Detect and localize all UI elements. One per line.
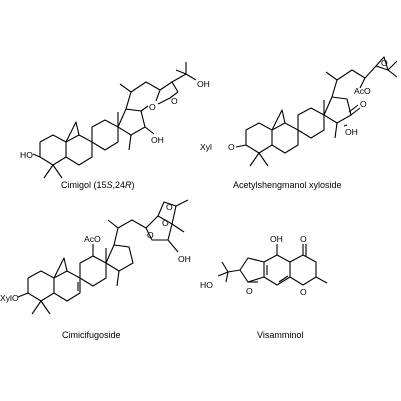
visamminol-ho-label: HO [200, 280, 213, 290]
cimigol-caption: Cimigol (15S,24R) [61, 180, 135, 190]
acetyl-o-label: O [228, 142, 235, 152]
cimicifugoside-caption: Cimicifugoside [62, 330, 121, 340]
cimigol-oh-d-label: OH [151, 135, 164, 145]
acetyl-epoxide-o-label: O [381, 58, 388, 68]
cimigol-ether-o2-label: O [171, 96, 178, 106]
cimigol-structure: HO OH O O OH [20, 62, 210, 179]
acetyl-structure: Xyl O AcO O O OH [200, 56, 398, 167]
cimicifugoside-o2-label: O [162, 218, 169, 228]
cimicifugoside-o1-label: O [147, 230, 154, 240]
cimigol-sep: ,24 [112, 180, 126, 190]
visamminol-caption: Visamminol [257, 330, 304, 340]
cimicifugoside-epoxide-o-label: O [166, 202, 173, 212]
cimigol-stereo-1: S [106, 180, 113, 190]
acetyl-xyl-label: Xyl [200, 142, 212, 152]
cimicifugoside-oh-label: OH [178, 254, 191, 264]
cimigol-ether-o1-label: O [149, 102, 156, 112]
visamminol-pyran-o-label: O [300, 287, 307, 297]
visamminol-keto-o-label: O [300, 234, 307, 244]
acetyl-aco-label: AcO [354, 86, 371, 96]
visamminol-structure: OH O HO O O [200, 234, 328, 297]
cimigol-stereo-2: R [125, 180, 132, 190]
cimigol-name: Cimigol (15 [61, 180, 107, 190]
cimigol-oh-side-label: OH [197, 79, 210, 89]
visamminol-furan-o-label: O [246, 286, 253, 296]
cimigol-ho-label: HO [20, 150, 33, 160]
acetyl-caption: Acetylshengmanol xyloside [233, 180, 342, 190]
acetyl-oh-label: OH [345, 127, 358, 137]
cimicifugoside-xyl-label: Xyl [0, 293, 12, 303]
cimigol-close: ) [131, 180, 135, 190]
acetyl-keto-o-label: O [360, 99, 367, 109]
cimicifugoside-aco-label: AcO [84, 234, 101, 244]
cimicifugoside-structure: AcO Xyl O O O O OH [0, 199, 191, 315]
cimicifugoside-o-label: O [12, 293, 19, 303]
visamminol-oh-label: OH [270, 234, 283, 244]
